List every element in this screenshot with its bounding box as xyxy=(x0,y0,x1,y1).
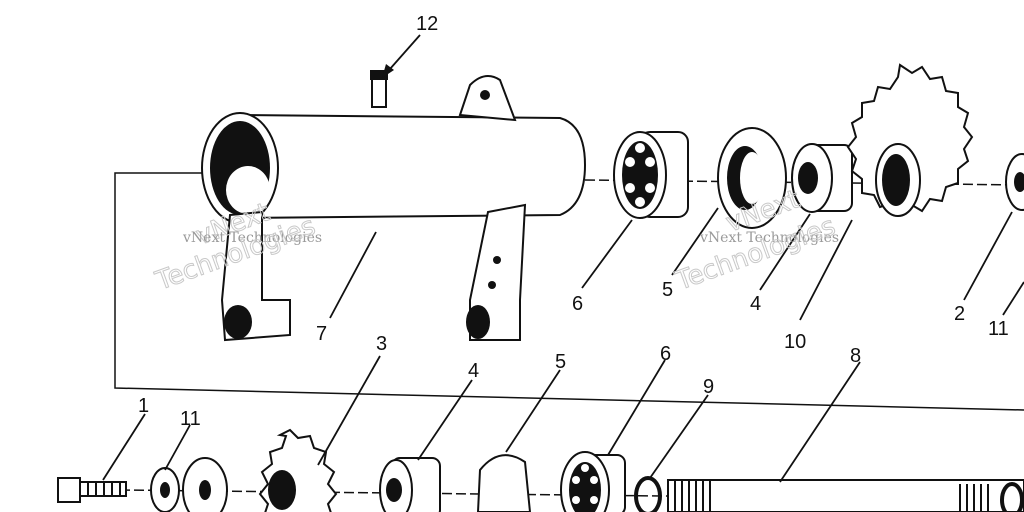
bearing-part-6-lower xyxy=(560,451,626,512)
callout-2: 2 xyxy=(954,303,965,325)
spacer-part-5-upper xyxy=(717,127,787,229)
lock-washer-part-11-lower xyxy=(150,467,180,512)
callout-4-upper: 4 xyxy=(750,293,761,315)
callout-9: 9 xyxy=(703,376,714,398)
callout-10: 10 xyxy=(784,331,806,353)
callout-3: 3 xyxy=(376,333,387,355)
snap-ring-part-9 xyxy=(634,476,662,512)
watermark-text-left: vNext Technologies xyxy=(182,230,322,246)
grease-fitting-part-12 xyxy=(370,70,388,108)
callout-5-upper: 5 xyxy=(662,279,673,301)
flat-washer-lower xyxy=(182,457,228,512)
watermark-text-right: vNext Technologies xyxy=(699,230,839,246)
callout-11-upper: 11 xyxy=(988,318,1009,340)
callout-12: 12 xyxy=(416,13,438,35)
callout-1: 1 xyxy=(138,395,149,417)
housing-tube-part-7 xyxy=(201,75,587,342)
bolt-part-1 xyxy=(57,477,127,503)
leader-lines xyxy=(102,34,1024,483)
callout-5-lower: 5 xyxy=(555,351,566,373)
callout-11-lower: 11 xyxy=(180,408,201,430)
callout-numbers: 12 7 6 5 4 10 2 11 3 4 5 6 9 8 1 11 xyxy=(138,13,1009,430)
sprocket-part-3 xyxy=(258,428,338,512)
callout-8: 8 xyxy=(850,345,861,367)
spacer-part-5-lower xyxy=(476,454,532,512)
bearing-part-6-upper xyxy=(613,131,689,219)
callout-4-lower: 4 xyxy=(468,360,479,382)
arrowhead-12 xyxy=(382,64,394,78)
collar-part-4-lower xyxy=(379,457,441,512)
shaft-part-8 xyxy=(667,479,1024,512)
washer-part-2 xyxy=(1005,153,1024,211)
callout-6-upper: 6 xyxy=(572,293,583,315)
callout-7: 7 xyxy=(316,323,327,345)
sprocket-part-10 xyxy=(846,63,974,217)
collar-part-4-upper xyxy=(791,143,853,213)
callout-6-lower: 6 xyxy=(660,343,671,365)
